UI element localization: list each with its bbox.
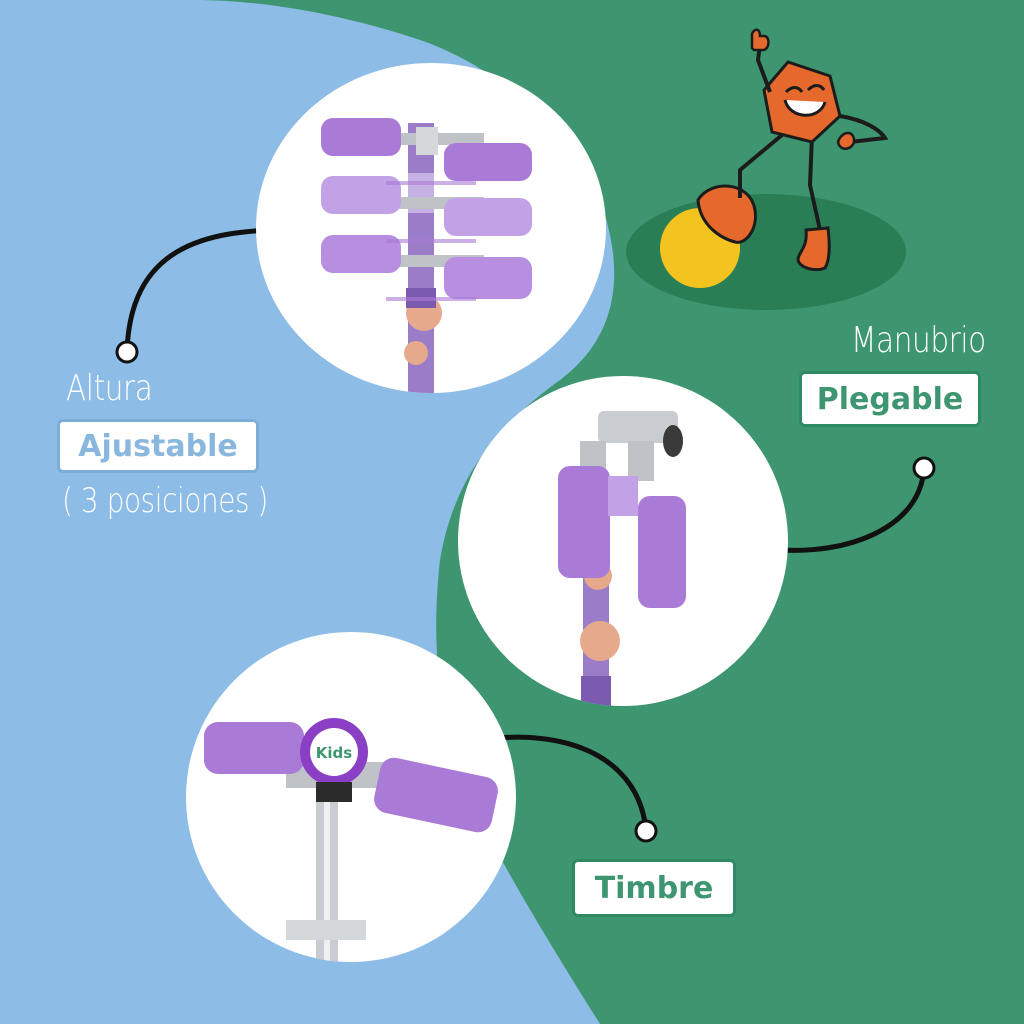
manubrio-title: Manubrio (851, 320, 986, 361)
mascot-left-foot (696, 184, 757, 244)
scooter-folded-handlebar-image (558, 411, 686, 706)
photo-bell: Kids (186, 632, 516, 962)
folded-grip-right (638, 496, 686, 608)
altura-note: ( 3 posiciones ) (62, 481, 269, 521)
grip-top-left (321, 118, 401, 156)
timbre-badge: Timbre (572, 859, 736, 917)
altura-title: Altura (66, 368, 153, 409)
grip-top-right (444, 143, 532, 181)
mascot-right-foot (796, 226, 831, 272)
mascot-left-leg (738, 128, 790, 198)
photo-folding-handlebar (458, 376, 788, 706)
grip-right (374, 757, 498, 833)
folded-grip-left (558, 466, 610, 578)
grip-left (204, 722, 304, 774)
mascot-smile (783, 99, 827, 117)
bell-logo-text: Kids (316, 744, 353, 762)
mascot-raised-arm (755, 44, 772, 93)
ajustable-badge: Ajustable (57, 419, 259, 473)
plegable-badge: Plegable (799, 371, 981, 427)
mascot-right-leg (807, 134, 822, 231)
scooter-adjustable-handlebar-image (321, 118, 532, 393)
mascot-right-arm (839, 114, 889, 144)
photo-adjustable-height (256, 63, 606, 393)
scooter-bell-image: Kids (204, 718, 498, 962)
mascot-illustration (660, 28, 889, 288)
thumbs-up-icon (750, 28, 770, 52)
